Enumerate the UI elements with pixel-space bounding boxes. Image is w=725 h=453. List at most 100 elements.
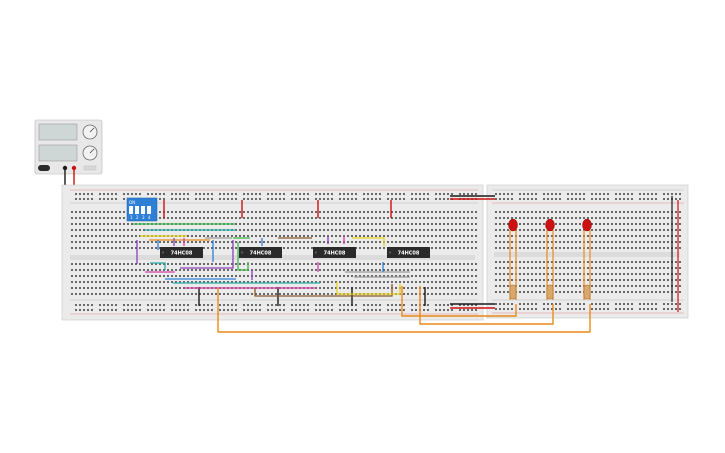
breadboard-hole[interactable] xyxy=(279,275,281,277)
breadboard-hole[interactable] xyxy=(367,275,369,277)
breadboard-hole[interactable] xyxy=(627,229,629,231)
breadboard-hole[interactable] xyxy=(259,223,261,225)
breadboard-hole[interactable] xyxy=(519,261,521,263)
breadboard-hole[interactable] xyxy=(367,217,369,219)
breadboard-hole[interactable] xyxy=(311,281,313,283)
breadboard-hole[interactable] xyxy=(387,263,389,265)
breadboard-hole[interactable] xyxy=(79,211,81,213)
breadboard-hole[interactable] xyxy=(675,267,677,269)
breadboard-hole[interactable] xyxy=(183,275,185,277)
breadboard-hole[interactable] xyxy=(611,217,613,219)
breadboard-hole[interactable] xyxy=(595,211,597,213)
breadboard-hole[interactable] xyxy=(435,309,437,311)
breadboard-hole[interactable] xyxy=(411,241,413,243)
breadboard-hole[interactable] xyxy=(335,235,337,237)
breadboard-hole[interactable] xyxy=(315,217,317,219)
breadboard-hole[interactable] xyxy=(495,229,497,231)
breadboard-hole[interactable] xyxy=(223,193,225,195)
breadboard-hole[interactable] xyxy=(363,275,365,277)
breadboard-hole[interactable] xyxy=(283,293,285,295)
breadboard-hole[interactable] xyxy=(543,303,545,305)
breadboard-hole[interactable] xyxy=(647,193,649,195)
breadboard-hole[interactable] xyxy=(111,217,113,219)
breadboard-hole[interactable] xyxy=(607,247,609,249)
breadboard-hole[interactable] xyxy=(311,275,313,277)
breadboard-hole[interactable] xyxy=(499,217,501,219)
breadboard-hole[interactable] xyxy=(367,235,369,237)
breadboard-hole[interactable] xyxy=(343,269,345,271)
breadboard-hole[interactable] xyxy=(555,223,557,225)
breadboard-hole[interactable] xyxy=(379,193,381,195)
breadboard-hole[interactable] xyxy=(91,293,93,295)
breadboard-hole[interactable] xyxy=(435,275,437,277)
breadboard-hole[interactable] xyxy=(459,281,461,283)
breadboard-hole[interactable] xyxy=(459,241,461,243)
breadboard-hole[interactable] xyxy=(639,267,641,269)
breadboard-hole[interactable] xyxy=(411,275,413,277)
breadboard-hole[interactable] xyxy=(83,223,85,225)
breadboard-hole[interactable] xyxy=(123,275,125,277)
breadboard-hole[interactable] xyxy=(647,261,649,263)
breadboard-hole[interactable] xyxy=(531,217,533,219)
breadboard-hole[interactable] xyxy=(551,308,553,310)
breadboard-hole[interactable] xyxy=(591,241,593,243)
breadboard-hole[interactable] xyxy=(167,217,169,219)
breadboard-hole[interactable] xyxy=(531,241,533,243)
breadboard-hole[interactable] xyxy=(363,193,365,195)
breadboard-hole[interactable] xyxy=(95,293,97,295)
breadboard-hole[interactable] xyxy=(327,287,329,289)
breadboard-hole[interactable] xyxy=(471,263,473,265)
breadboard-hole[interactable] xyxy=(519,241,521,243)
breadboard-hole[interactable] xyxy=(599,303,601,305)
breadboard-hole[interactable] xyxy=(415,229,417,231)
breadboard-hole[interactable] xyxy=(331,304,333,306)
breadboard-hole[interactable] xyxy=(655,308,657,310)
breadboard-hole[interactable] xyxy=(587,235,589,237)
breadboard-hole[interactable] xyxy=(187,269,189,271)
breadboard-hole[interactable] xyxy=(423,309,425,311)
breadboard-hole[interactable] xyxy=(427,241,429,243)
breadboard-hole[interactable] xyxy=(547,303,549,305)
breadboard-hole[interactable] xyxy=(355,309,357,311)
breadboard-hole[interactable] xyxy=(599,235,601,237)
breadboard-hole[interactable] xyxy=(331,287,333,289)
breadboard-hole[interactable] xyxy=(563,247,565,249)
breadboard-hole[interactable] xyxy=(103,269,105,271)
breadboard-hole[interactable] xyxy=(675,193,677,195)
breadboard-hole[interactable] xyxy=(583,211,585,213)
breadboard-hole[interactable] xyxy=(647,223,649,225)
breadboard-hole[interactable] xyxy=(275,217,277,219)
breadboard-hole[interactable] xyxy=(195,193,197,195)
breadboard-hole[interactable] xyxy=(635,267,637,269)
breadboard-hole[interactable] xyxy=(355,223,357,225)
breadboard-hole[interactable] xyxy=(451,223,453,225)
breadboard-hole[interactable] xyxy=(339,281,341,283)
breadboard-hole[interactable] xyxy=(335,217,337,219)
breadboard-hole[interactable] xyxy=(227,275,229,277)
led-3[interactable] xyxy=(582,218,592,300)
breadboard-hole[interactable] xyxy=(243,281,245,283)
breadboard-hole[interactable] xyxy=(299,223,301,225)
breadboard-hole[interactable] xyxy=(283,198,285,200)
breadboard-hole[interactable] xyxy=(255,235,257,237)
breadboard-hole[interactable] xyxy=(543,217,545,219)
breadboard-hole[interactable] xyxy=(451,287,453,289)
breadboard-hole[interactable] xyxy=(311,235,313,237)
breadboard-hole[interactable] xyxy=(503,211,505,213)
breadboard-hole[interactable] xyxy=(607,267,609,269)
breadboard-hole[interactable] xyxy=(283,247,285,249)
breadboard-hole[interactable] xyxy=(643,267,645,269)
breadboard-hole[interactable] xyxy=(307,247,309,249)
breadboard-hole[interactable] xyxy=(187,281,189,283)
breadboard-hole[interactable] xyxy=(335,269,337,271)
breadboard-hole[interactable] xyxy=(295,309,297,311)
breadboard-hole[interactable] xyxy=(443,281,445,283)
breadboard-hole[interactable] xyxy=(583,303,585,305)
breadboard-hole[interactable] xyxy=(643,193,645,195)
breadboard-hole[interactable] xyxy=(535,279,537,281)
breadboard-hole[interactable] xyxy=(527,308,529,310)
breadboard-hole[interactable] xyxy=(575,303,577,305)
breadboard-hole[interactable] xyxy=(623,279,625,281)
breadboard-hole[interactable] xyxy=(415,304,417,306)
breadboard-hole[interactable] xyxy=(111,309,113,311)
